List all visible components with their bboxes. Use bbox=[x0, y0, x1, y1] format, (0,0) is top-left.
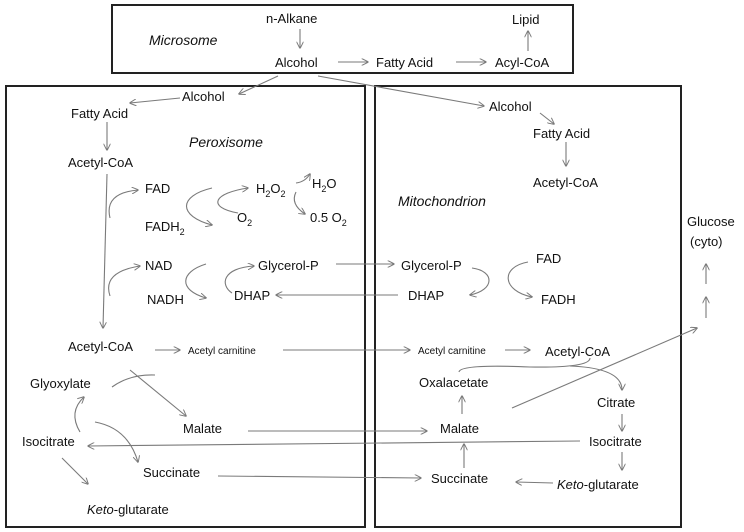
arrows bbox=[61, 29, 706, 484]
arrow-nad-nadh bbox=[185, 263, 206, 298]
arrow-isocitrate-perox bbox=[88, 440, 581, 446]
arrow-perox-beta-oxidation bbox=[103, 173, 108, 328]
mito-alcohol-label: Alcohol bbox=[489, 99, 532, 114]
perox-glycerol-p-label: Glycerol-P bbox=[258, 258, 319, 273]
arrow-h2o2-h2o bbox=[295, 174, 310, 184]
peroxisome-box bbox=[5, 85, 366, 528]
perox-dhap-label: DHAP bbox=[234, 288, 270, 303]
mito-dhap-label: DHAP bbox=[408, 288, 444, 303]
arrow-glyoxylate-malate bbox=[129, 369, 186, 416]
mito-fadh-label: FADH bbox=[541, 292, 576, 307]
h2o2-label: H2O2 bbox=[256, 181, 286, 199]
o2-label: O2 bbox=[237, 210, 252, 228]
h2o-label: H2O bbox=[312, 176, 337, 194]
peroxisome-title: Peroxisome bbox=[189, 134, 263, 150]
perox-succinate-label: Succinate bbox=[143, 465, 200, 480]
half-o2-label: 0.5 O2 bbox=[310, 210, 347, 228]
arrow-isocitrate-glyoxylate bbox=[74, 397, 84, 433]
perox-acetyl-carnitine-label: Acetyl carnitine bbox=[188, 346, 256, 357]
mito-fatty-acid-label: Fatty Acid bbox=[533, 126, 590, 141]
mito-isocitrate-label: Isocitrate bbox=[589, 434, 642, 449]
arrow-acetylcoa-citrate bbox=[569, 365, 622, 390]
mito-malate-label: Malate bbox=[440, 421, 479, 436]
arrow-mito-alcohol-fa bbox=[539, 112, 554, 124]
microsome-alcohol-label: Alcohol bbox=[275, 55, 318, 70]
arrow-keto-succinate bbox=[516, 482, 554, 483]
labels: Microsome Peroxisome Mitochondrion n-Alk… bbox=[22, 11, 735, 517]
mito-acetyl-carnitine-label: Acetyl carnitine bbox=[418, 346, 486, 357]
glucose-label: Glucose bbox=[687, 214, 735, 229]
mito-acetyl-coa-top-label: Acetyl-CoA bbox=[533, 175, 598, 190]
arrow-dhap-glycerolp bbox=[224, 266, 254, 294]
arrow-o2-h2o2 bbox=[217, 188, 248, 214]
arrow-perox-alcohol-fa bbox=[130, 97, 181, 103]
microsome-fatty-acid-label: Fatty Acid bbox=[376, 55, 433, 70]
arrow-oxalacetate-join bbox=[458, 357, 591, 373]
arrow-h2o2-o2 bbox=[293, 191, 305, 214]
mito-glycerol-p-label: Glycerol-P bbox=[401, 258, 462, 273]
microsome-box bbox=[111, 4, 574, 74]
arrow-alcohol-mito bbox=[317, 75, 484, 106]
nadh-label: NADH bbox=[147, 292, 184, 307]
glyoxylate-label: Glyoxylate bbox=[30, 376, 91, 391]
arrow-isocitrate-keto bbox=[61, 457, 88, 484]
mito-succinate-label: Succinate bbox=[431, 471, 488, 486]
perox-alcohol-label: Alcohol bbox=[182, 89, 225, 104]
arrow-alcohol-perox bbox=[239, 75, 279, 94]
mito-keto-glutarate-label: Keto-glutarate bbox=[557, 477, 639, 492]
oxalacetate-label: Oxalacetate bbox=[419, 375, 488, 390]
perox-acetyl-coa-top-label: Acetyl-CoA bbox=[68, 155, 133, 170]
mito-fad-label: FAD bbox=[536, 251, 561, 266]
arrow-fadh2-fad bbox=[108, 190, 138, 219]
perox-fatty-acid-label: Fatty Acid bbox=[71, 106, 128, 121]
arrow-succinate-mito bbox=[217, 476, 421, 478]
mitochondrion-title: Mitochondrion bbox=[398, 193, 486, 209]
citrate-label: Citrate bbox=[597, 395, 635, 410]
microsome-acyl-coa-label: Acyl-CoA bbox=[495, 55, 550, 70]
microsome-title: Microsome bbox=[149, 32, 218, 48]
perox-isocitrate-label: Isocitrate bbox=[22, 434, 75, 449]
mitochondrion-box bbox=[374, 85, 682, 528]
nad-label: NAD bbox=[145, 258, 172, 273]
mito-acetyl-coa-label: Acetyl-CoA bbox=[545, 344, 610, 359]
lipid-label: Lipid bbox=[512, 12, 539, 27]
arrow-isocitrate-succinate bbox=[94, 421, 138, 462]
perox-acetyl-coa-bottom-label: Acetyl-CoA bbox=[68, 339, 133, 354]
arrow-acetylcoa-join bbox=[111, 374, 156, 388]
perox-malate-label: Malate bbox=[183, 421, 222, 436]
arrow-fad-fadh bbox=[507, 261, 532, 297]
arrow-nadh-nad bbox=[108, 266, 140, 297]
arrow-oxalacetate-glucose bbox=[511, 328, 697, 409]
n-alkane-label: n-Alkane bbox=[266, 11, 317, 26]
perox-keto-glutarate-label: Keto-glutarate bbox=[87, 502, 169, 517]
glucose-cyto-label: (cyto) bbox=[690, 234, 723, 249]
arrow-mito-glycerolp-dhap bbox=[470, 267, 490, 295]
arrow-fad-fadh2 bbox=[185, 187, 213, 225]
fad-label: FAD bbox=[145, 181, 170, 196]
fadh2-label: FADH2 bbox=[145, 219, 185, 237]
